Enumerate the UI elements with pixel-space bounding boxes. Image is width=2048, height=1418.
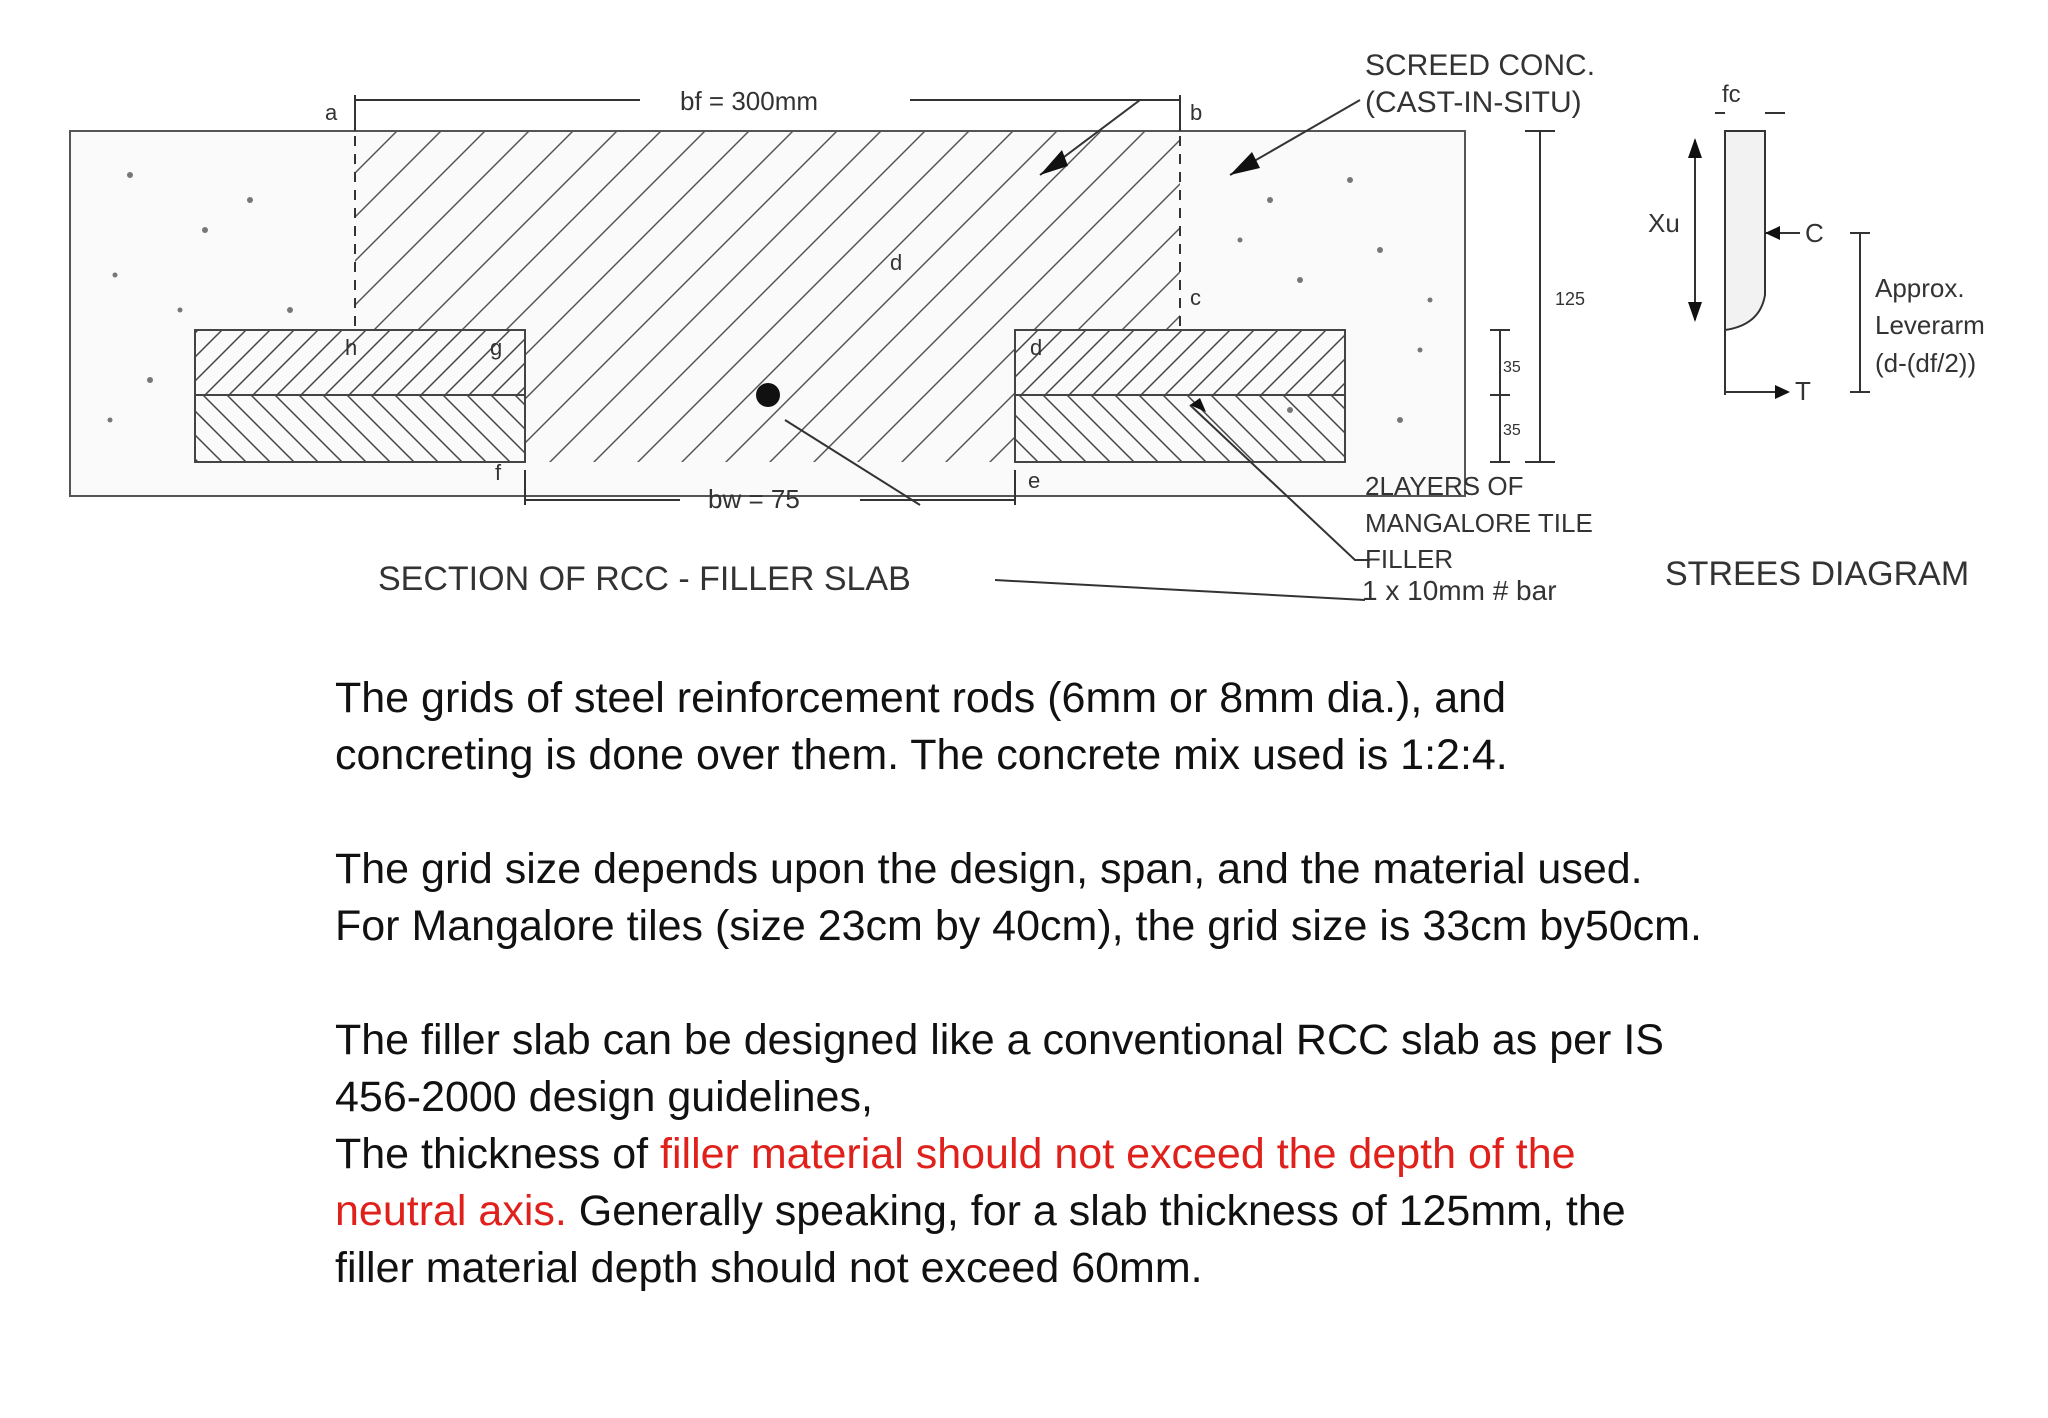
label-e: e	[1028, 468, 1040, 493]
label-a: a	[325, 100, 338, 125]
stress-xu-label: Xu	[1648, 208, 1680, 238]
leader-arrowheads	[1040, 150, 1260, 412]
text-line: 456-2000 design guidelines,	[335, 1073, 873, 1121]
slab-section	[69, 130, 1466, 497]
text-line: The thickness of	[335, 1130, 661, 1178]
label-b: b	[1190, 100, 1202, 125]
leverarm-label-line3: (d-(df/2))	[1875, 348, 1976, 378]
leverarm-label-line2: Leverarm	[1875, 310, 1985, 340]
bar-label: 1 x 10mm # bar	[1362, 575, 1557, 606]
label-h: h	[345, 335, 357, 360]
highlighted-text: neutral axis.	[335, 1187, 567, 1235]
leverarm-label-line1: Approx.	[1875, 273, 1965, 303]
text-line: For Mangalore tiles (size 23cm by 40cm),…	[335, 902, 1702, 950]
label-c: c	[1190, 285, 1201, 310]
bf-dimension-label: bf = 300mm	[680, 86, 818, 116]
screed-label-line1: SCREED CONC.	[1365, 49, 1595, 82]
stress-diagram-title: STREES DIAGRAM	[1665, 555, 1969, 593]
label-f: f	[495, 460, 502, 485]
stress-arrowheads	[1688, 138, 1790, 399]
paragraph-grid-size: The grid size depends upon the design, s…	[335, 841, 1785, 955]
section-title: SECTION OF RCC - FILLER SLAB	[378, 560, 911, 598]
screed-label-line2: (CAST-IN-SITU)	[1365, 86, 1582, 119]
text-line: The filler slab can be designed like a c…	[335, 1016, 1664, 1064]
bw-dimension-label: bw = 75	[708, 484, 800, 514]
rib-hatch	[355, 131, 1180, 462]
tile-label-line3: FILLER	[1365, 544, 1453, 574]
dimension-lines	[354, 95, 1555, 601]
right-tile-filler	[1014, 329, 1346, 463]
stress-c-label: C	[1805, 218, 1824, 248]
highlighted-text: filler material should not exceed the de…	[660, 1130, 1576, 1178]
concrete-aggregate	[107, 172, 1433, 423]
text-line: The grids of steel reinforcement rods (6…	[335, 674, 1506, 722]
tile-label-line2: MANGALORE TILE	[1365, 508, 1593, 538]
stress-fc-label: fc	[1722, 81, 1741, 108]
text-line: filler material depth should not exceed …	[335, 1244, 1203, 1292]
paragraph-design: The filler slab can be designed like a c…	[335, 1012, 1785, 1297]
text-line: The grid size depends upon the design, s…	[335, 845, 1643, 893]
label-d-right: d	[1030, 335, 1042, 360]
tile-label-line1: 2LAYERS OF	[1365, 471, 1523, 501]
dim-35-top-label: 35	[1503, 359, 1521, 376]
paragraph-mix: The grids of steel reinforcement rods (6…	[335, 670, 1785, 784]
filler-slab-diagram: a b c d d e f g h bf = 300mm bw = 75 125…	[69, 49, 1985, 606]
label-g: g	[490, 335, 502, 360]
left-tile-filler	[194, 329, 526, 463]
body-text: The grids of steel reinforcement rods (6…	[335, 670, 1785, 1354]
stress-diagram	[1694, 112, 1870, 395]
text-line: concreting is done over them. The concre…	[335, 731, 1508, 779]
dim-35-bottom-label: 35	[1503, 422, 1521, 439]
rebar-10mm	[756, 383, 780, 407]
dim-125-label: 125	[1555, 289, 1585, 309]
stress-t-label: T	[1795, 376, 1811, 406]
label-d-mid: d	[890, 250, 902, 275]
text-line: Generally speaking, for a slab thickness…	[566, 1187, 1626, 1235]
